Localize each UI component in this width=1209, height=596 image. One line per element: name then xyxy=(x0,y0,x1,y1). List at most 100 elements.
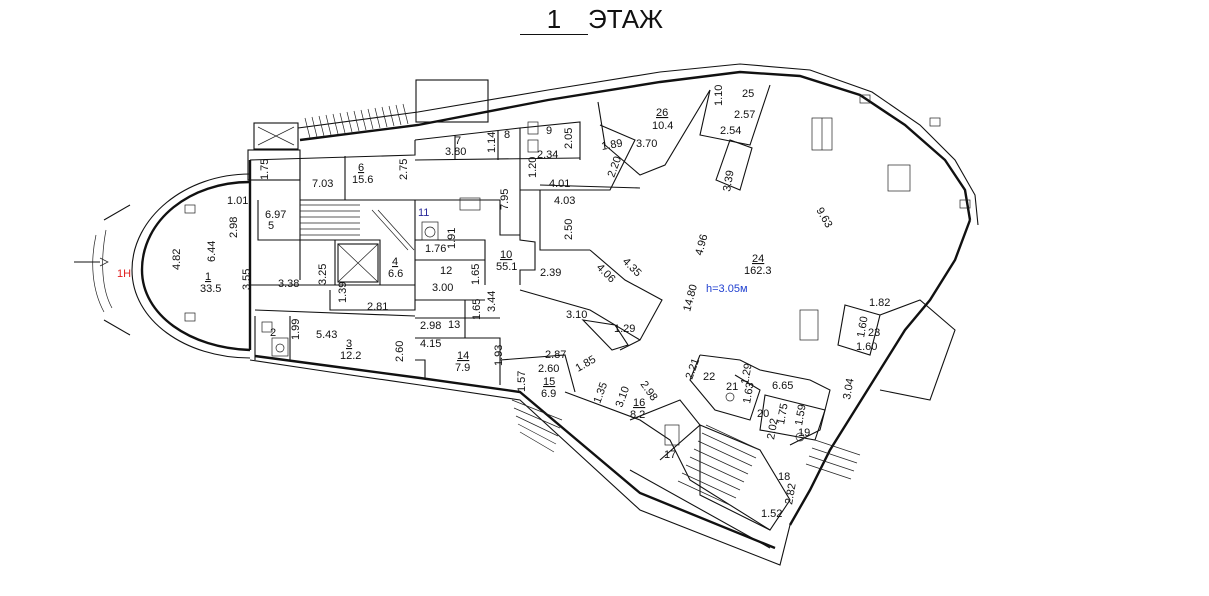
top-balconies xyxy=(247,79,489,181)
dimension: 4.15 xyxy=(420,338,441,350)
room-area: 7.9 xyxy=(455,362,470,374)
radiator-icon xyxy=(929,117,941,127)
dimension: 4.01 xyxy=(549,178,570,190)
dimension: 1.75 xyxy=(775,402,791,425)
room-area: 162.3 xyxy=(744,265,772,277)
radiator-icon xyxy=(184,312,196,322)
labels: 1Н h=3.05м 1 33.5 2 3 12.2 4 6.6 5 6 15.… xyxy=(117,85,890,520)
dimension: 1.35 xyxy=(592,381,611,405)
column-icon xyxy=(887,164,911,192)
room-number: 16 xyxy=(633,397,645,409)
room-number: 6 xyxy=(358,162,364,174)
radiator-icon xyxy=(859,94,871,104)
dimension: 4.82 xyxy=(171,249,183,270)
dimension: 1.59 xyxy=(793,403,809,426)
dimension: 2.54 xyxy=(720,125,741,137)
dimension: 2.34 xyxy=(537,149,558,161)
dimension: 1.29 xyxy=(739,362,755,385)
height-note: h=3.05м xyxy=(706,283,748,295)
room-number: 15 xyxy=(543,376,555,388)
dimension: 2.87 xyxy=(545,349,566,361)
dimension: 3.38 xyxy=(278,278,299,290)
room-number: 5 xyxy=(268,220,274,232)
room-number: 3 xyxy=(346,338,352,350)
dimension: 2.98 xyxy=(420,320,441,332)
room-number: 10 xyxy=(500,249,512,261)
elevator-icon xyxy=(337,243,379,283)
dimension: 3.10 xyxy=(566,309,587,321)
room-number: 17 xyxy=(664,449,676,461)
dimension: 1.39 xyxy=(337,282,349,303)
room-number: 8 xyxy=(504,129,510,141)
room-number: 26 xyxy=(656,107,668,119)
dimension: 2.39 xyxy=(540,267,561,279)
dimension: 2.02 xyxy=(765,417,781,440)
room-number: 14 xyxy=(457,350,469,362)
dimension: 2.81 xyxy=(367,301,388,313)
dimension: 2.05 xyxy=(563,128,575,149)
floor-word: ЭТАЖ xyxy=(588,4,664,34)
dimension: 14.80 xyxy=(681,283,700,313)
room-number: 1 xyxy=(205,271,211,283)
dimension: 1.29 xyxy=(614,323,635,335)
dimension: 1.60 xyxy=(855,315,871,338)
dimension: 2.60 xyxy=(538,363,559,375)
building-outline xyxy=(74,63,979,566)
fixtures xyxy=(184,94,971,446)
toilet-icon xyxy=(261,321,273,333)
room-number: 11 xyxy=(418,207,429,219)
room-number: 18 xyxy=(778,471,790,483)
dimension: 3.00 xyxy=(432,282,453,294)
room-number: 2 xyxy=(270,327,276,339)
dimension: 7.95 xyxy=(499,189,511,210)
dimension: 3.04 xyxy=(841,377,857,400)
dimension: 4.35 xyxy=(620,256,644,280)
room-number: 25 xyxy=(742,88,754,100)
sink-icon xyxy=(421,221,439,241)
toilet-icon xyxy=(725,392,735,402)
toilet-icon xyxy=(527,121,539,135)
interior-walls xyxy=(248,84,956,549)
dimension: 3.39 xyxy=(721,169,737,192)
dimension: 1.10 xyxy=(713,85,725,106)
dimension: 1.93 xyxy=(493,345,505,366)
dimension: 5.43 xyxy=(316,329,337,341)
dimension: 3.55 xyxy=(241,269,253,290)
room-area: 15.6 xyxy=(352,174,373,186)
dimension: 3.44 xyxy=(486,291,498,312)
column-icon xyxy=(811,117,833,151)
room-area: 10.4 xyxy=(652,120,673,132)
dimension: 1.63 xyxy=(741,381,757,404)
dimension: 2.57 xyxy=(734,109,755,121)
room-area: 12.2 xyxy=(340,350,361,362)
dimension: 3.25 xyxy=(317,264,329,285)
dimension: 4.96 xyxy=(693,233,710,257)
dimension: 1.01 xyxy=(227,195,248,207)
room-number: 20 xyxy=(757,408,769,420)
stairs xyxy=(300,204,861,507)
dimension: 1.85 xyxy=(574,353,599,374)
floor-number: 1 xyxy=(520,4,588,35)
room-area: 8.2 xyxy=(630,409,645,421)
dimension: 1.91 xyxy=(446,228,458,249)
dimension: 9.63 xyxy=(813,206,834,231)
dimension: 4.06 xyxy=(594,262,618,286)
dimension: 2.50 xyxy=(563,219,575,240)
dimension: 1.60 xyxy=(856,341,877,353)
dimension: 3.70 xyxy=(636,138,657,150)
dimension: 1.65 xyxy=(470,264,482,285)
dimension: 2.21 xyxy=(684,357,703,381)
column-icon xyxy=(799,309,819,341)
dimension: 6.97 xyxy=(265,209,286,221)
radiator-icon xyxy=(184,204,196,214)
dimension: 2.60 xyxy=(394,341,406,362)
room-number: 7 xyxy=(455,135,461,147)
dimension: 2.75 xyxy=(398,159,410,180)
dimension: 4.03 xyxy=(554,195,575,207)
room-number: 19 xyxy=(798,427,810,439)
dimension: 1.89 xyxy=(600,137,623,153)
room-number: 22 xyxy=(703,371,715,383)
room-area: 55.1 xyxy=(496,261,517,273)
dimension: 1.20 xyxy=(527,157,539,178)
